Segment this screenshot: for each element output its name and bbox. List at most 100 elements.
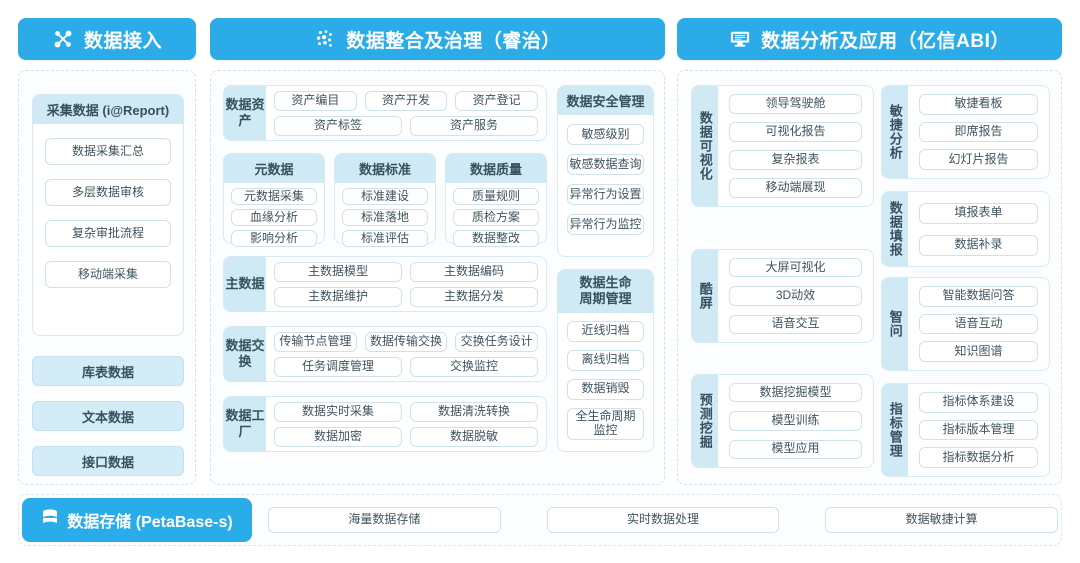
storage-item[interactable]: 海量数据存储 xyxy=(268,507,501,533)
group-label: 预测挖掘 xyxy=(692,375,718,467)
list-item[interactable]: 复杂审批流程 xyxy=(45,220,171,247)
list-item[interactable]: 即席报告 xyxy=(919,121,1038,143)
list-item[interactable]: 传输节点管理 xyxy=(274,331,357,352)
list-item[interactable]: 数据采集汇总 xyxy=(45,138,171,165)
group-label: 数据填报 xyxy=(882,192,908,266)
list-item[interactable]: 质检方案 xyxy=(453,209,539,226)
pill-row: 资产编目 资产开发 资产登记 xyxy=(274,90,539,111)
list-item[interactable]: 多层数据审核 xyxy=(45,179,171,206)
group-smart-query: 智问 智能数据问答 语音互动 知识图谱 xyxy=(881,277,1050,371)
list-item[interactable]: 敏感级别 xyxy=(567,124,644,145)
pill-row: 传输节点管理 数据传输交换 交换任务设计 xyxy=(274,331,539,352)
list-item[interactable]: 标准落地 xyxy=(342,209,428,226)
column-header-governance[interactable]: 数据整合及治理（睿治） xyxy=(210,18,665,60)
source-pill-api[interactable]: 接口数据 xyxy=(32,446,184,476)
list-item[interactable]: 3D动效 xyxy=(729,286,862,306)
source-pill-text[interactable]: 文本数据 xyxy=(32,401,184,431)
list-item[interactable]: 主数据分发 xyxy=(410,286,538,307)
card-title: 数据质量 xyxy=(446,154,546,183)
list-item[interactable]: 交换监控 xyxy=(410,356,538,377)
group-label: 智问 xyxy=(882,278,908,370)
group-label: 主数据 xyxy=(224,257,266,311)
list-item[interactable]: 异常行为设置 xyxy=(567,184,644,205)
column-header-label: 数据分析及应用（亿信ABI） xyxy=(761,30,1010,52)
storage-item[interactable]: 数据敏捷计算 xyxy=(825,507,1059,533)
governance-panel: 数据资产 资产编目 资产开发 资产登记 资产标签 资产服务 元数据 元数据采集 … xyxy=(210,70,665,485)
list-item[interactable]: 主数据模型 xyxy=(274,261,402,282)
card-title: 数据生命 周期管理 xyxy=(558,270,653,313)
list-item[interactable]: 领导驾驶舱 xyxy=(729,94,862,114)
card-data-lifecycle: 数据生命 周期管理 近线归档 离线归档 数据销毁 全生命周期 监控 xyxy=(557,269,654,452)
card-title: 数据安全管理 xyxy=(558,86,653,115)
list-item[interactable]: 数据整改 xyxy=(453,230,539,247)
list-item[interactable]: 质量规则 xyxy=(453,188,539,205)
list-item[interactable]: 幻灯片报告 xyxy=(919,149,1038,171)
collect-data-card-title: 采集数据 (i@Report) xyxy=(33,95,183,124)
card-title: 元数据 xyxy=(224,154,324,183)
column-header-analytics[interactable]: 数据分析及应用（亿信ABI） xyxy=(677,18,1062,60)
list-item[interactable]: 数据脱敏 xyxy=(410,426,538,447)
nodes-network-icon xyxy=(52,28,74,50)
list-item[interactable]: 影响分析 xyxy=(231,230,317,247)
card-data-security: 数据安全管理 敏感级别 敏感数据查询 异常行为设置 异常行为监控 xyxy=(557,85,654,257)
group-label: 数据资产 xyxy=(224,86,266,140)
pill-row: 主数据维护 主数据分发 xyxy=(274,286,538,307)
list-item[interactable]: 资产开发 xyxy=(364,90,448,111)
storage-item[interactable]: 实时数据处理 xyxy=(546,507,780,533)
list-item[interactable]: 全生命周期 监控 xyxy=(567,407,644,440)
group-label: 数据交换 xyxy=(224,327,266,381)
list-item[interactable]: 数据加密 xyxy=(274,426,402,447)
list-item[interactable]: 指标体系建设 xyxy=(919,392,1038,413)
list-item[interactable]: 交换任务设计 xyxy=(455,331,539,352)
group-data-reporting: 数据填报 填报表单 数据补录 xyxy=(881,191,1050,267)
list-item[interactable]: 标准建设 xyxy=(342,188,428,205)
list-item[interactable]: 数据实时采集 xyxy=(274,401,402,422)
list-item[interactable]: 近线归档 xyxy=(567,320,644,342)
group-data-factory: 数据工厂 数据实时采集 数据清洗转换 数据加密 数据脱敏 xyxy=(223,396,547,452)
storage-header-label: 数据存储 (PetaBase-s) xyxy=(67,514,233,531)
group-metric-management: 指标管理 指标体系建设 指标版本管理 指标数据分析 xyxy=(881,383,1050,477)
list-item[interactable]: 大屏可视化 xyxy=(729,258,862,278)
list-item[interactable]: 资产登记 xyxy=(455,90,539,111)
list-item[interactable]: 血缘分析 xyxy=(231,209,317,226)
list-item[interactable]: 资产标签 xyxy=(274,115,402,136)
list-item[interactable]: 任务调度管理 xyxy=(274,356,402,377)
list-item[interactable]: 标准评估 xyxy=(342,230,428,247)
database-stack-icon xyxy=(41,508,59,533)
list-item[interactable]: 移动端采集 xyxy=(45,261,171,288)
list-item[interactable]: 资产服务 xyxy=(410,115,538,136)
list-item[interactable]: 复杂报表 xyxy=(729,150,862,170)
list-item[interactable]: 元数据采集 xyxy=(231,188,317,205)
list-item[interactable]: 数据补录 xyxy=(919,234,1038,256)
list-item[interactable]: 敏捷看板 xyxy=(919,94,1038,115)
column-header-ingest[interactable]: 数据接入 xyxy=(18,18,196,60)
list-item[interactable]: 智能数据问答 xyxy=(919,286,1038,307)
source-pill-table[interactable]: 库表数据 xyxy=(32,356,184,386)
list-item[interactable]: 移动端展现 xyxy=(729,178,862,198)
list-item[interactable]: 数据传输交换 xyxy=(364,331,448,352)
pill-row: 资产标签 资产服务 xyxy=(274,115,538,136)
list-item[interactable]: 语音交互 xyxy=(729,314,862,334)
list-item[interactable]: 填报表单 xyxy=(919,202,1038,224)
list-item[interactable]: 数据清洗转换 xyxy=(410,401,538,422)
list-item[interactable]: 主数据编码 xyxy=(410,261,538,282)
group-label: 数据可视化 xyxy=(692,86,718,206)
list-item[interactable]: 主数据维护 xyxy=(274,286,402,307)
list-item[interactable]: 可视化报告 xyxy=(729,122,862,142)
list-item[interactable]: 模型应用 xyxy=(729,439,862,459)
storage-header[interactable]: 数据存储 (PetaBase-s) xyxy=(22,498,252,542)
list-item[interactable]: 知识图谱 xyxy=(919,341,1038,363)
card-data-quality: 数据质量 质量规则 质检方案 数据整改 xyxy=(445,153,547,247)
list-item[interactable]: 异常行为监控 xyxy=(567,214,644,235)
list-item[interactable]: 语音互动 xyxy=(919,313,1038,335)
list-item[interactable]: 离线归档 xyxy=(567,349,644,371)
list-item[interactable]: 敏感数据查询 xyxy=(567,154,644,175)
group-label: 数据工厂 xyxy=(224,397,266,451)
list-item[interactable]: 资产编目 xyxy=(274,90,357,111)
list-item[interactable]: 模型训练 xyxy=(729,411,862,431)
list-item[interactable]: 指标数据分析 xyxy=(919,447,1038,469)
list-item[interactable]: 数据挖掘模型 xyxy=(729,383,862,403)
pill-row: 数据实时采集 数据清洗转换 xyxy=(274,401,538,422)
list-item[interactable]: 指标版本管理 xyxy=(919,419,1038,441)
list-item[interactable]: 数据销毁 xyxy=(567,378,644,400)
